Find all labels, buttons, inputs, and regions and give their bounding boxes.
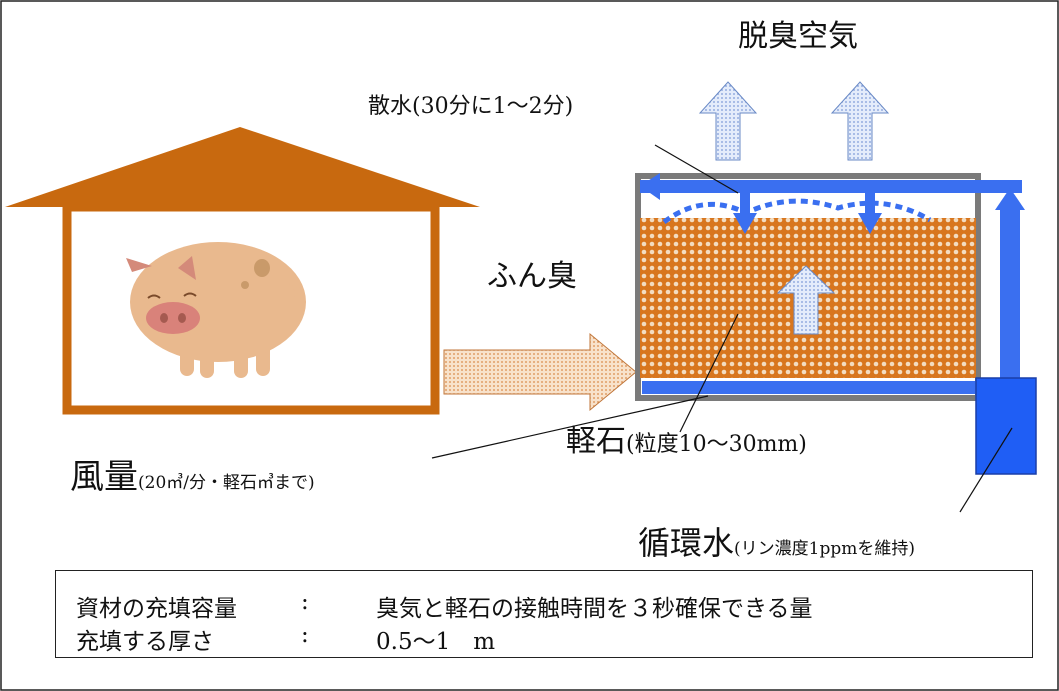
airflow-label-detail: (20㎥/分・軽石㎥まで) — [138, 473, 315, 493]
circulating-water-label-detail: (リン濃度1ppmを維持) — [734, 539, 915, 559]
pumice-label-detail: (粒度10～30mm) — [626, 432, 807, 457]
circulating-water-label-main: 循環水 — [638, 524, 735, 562]
airflow-label: 風量(20㎥/分・軽石㎥まで) — [70, 460, 315, 494]
spec-row-capacity: 資材の充填容量 : 臭気と軽石の接触時間を３秒確保できる量 — [76, 589, 813, 623]
specification-box: 資材の充填容量 : 臭気と軽石の接触時間を３秒確保できる量 充填する厚さ : 0… — [55, 570, 1033, 658]
pumice-label-main: 軽石 — [566, 424, 626, 459]
spec-key: 資材の充填容量 — [76, 596, 237, 622]
spec-value: 0.5～1 m — [376, 629, 496, 655]
barn-roof — [5, 127, 480, 207]
spec-separator: : — [301, 622, 309, 648]
manure-odor-label: ふん臭 — [487, 259, 577, 294]
spec-key: 充填する厚さ — [76, 629, 214, 655]
circulation-tank — [975, 377, 1037, 475]
circulation-pipe — [640, 173, 1037, 475]
water-spray-label: 散水(30分に1～2分) — [368, 94, 574, 119]
up-arrow-icon — [776, 265, 836, 335]
water-spray — [662, 193, 932, 234]
circulating-water-label: 循環水(リン濃度1ppmを維持) — [638, 527, 915, 559]
up-arrow-icon — [830, 81, 890, 161]
pumice-leader-line — [679, 313, 739, 433]
circulating-leader-line — [959, 427, 1013, 513]
deodorized-air-label: 脱臭空気 — [738, 19, 858, 54]
pumice-label: 軽石(粒度10～30mm) — [566, 427, 807, 457]
airflow-label-main: 風量 — [70, 457, 138, 497]
spec-value: 臭気と軽石の接触時間を３秒確保できる量 — [376, 596, 813, 622]
airflow-leader-line — [431, 395, 709, 459]
spray-leader-line — [654, 144, 739, 194]
bottom-water-pipe — [642, 381, 978, 394]
up-arrow-icon — [698, 81, 758, 161]
spec-row-thickness: 充填する厚さ : 0.5～1 m — [76, 622, 495, 656]
odor-airflow-arrow — [443, 332, 637, 412]
pig-illustration — [126, 242, 306, 378]
spec-separator: : — [301, 589, 309, 615]
